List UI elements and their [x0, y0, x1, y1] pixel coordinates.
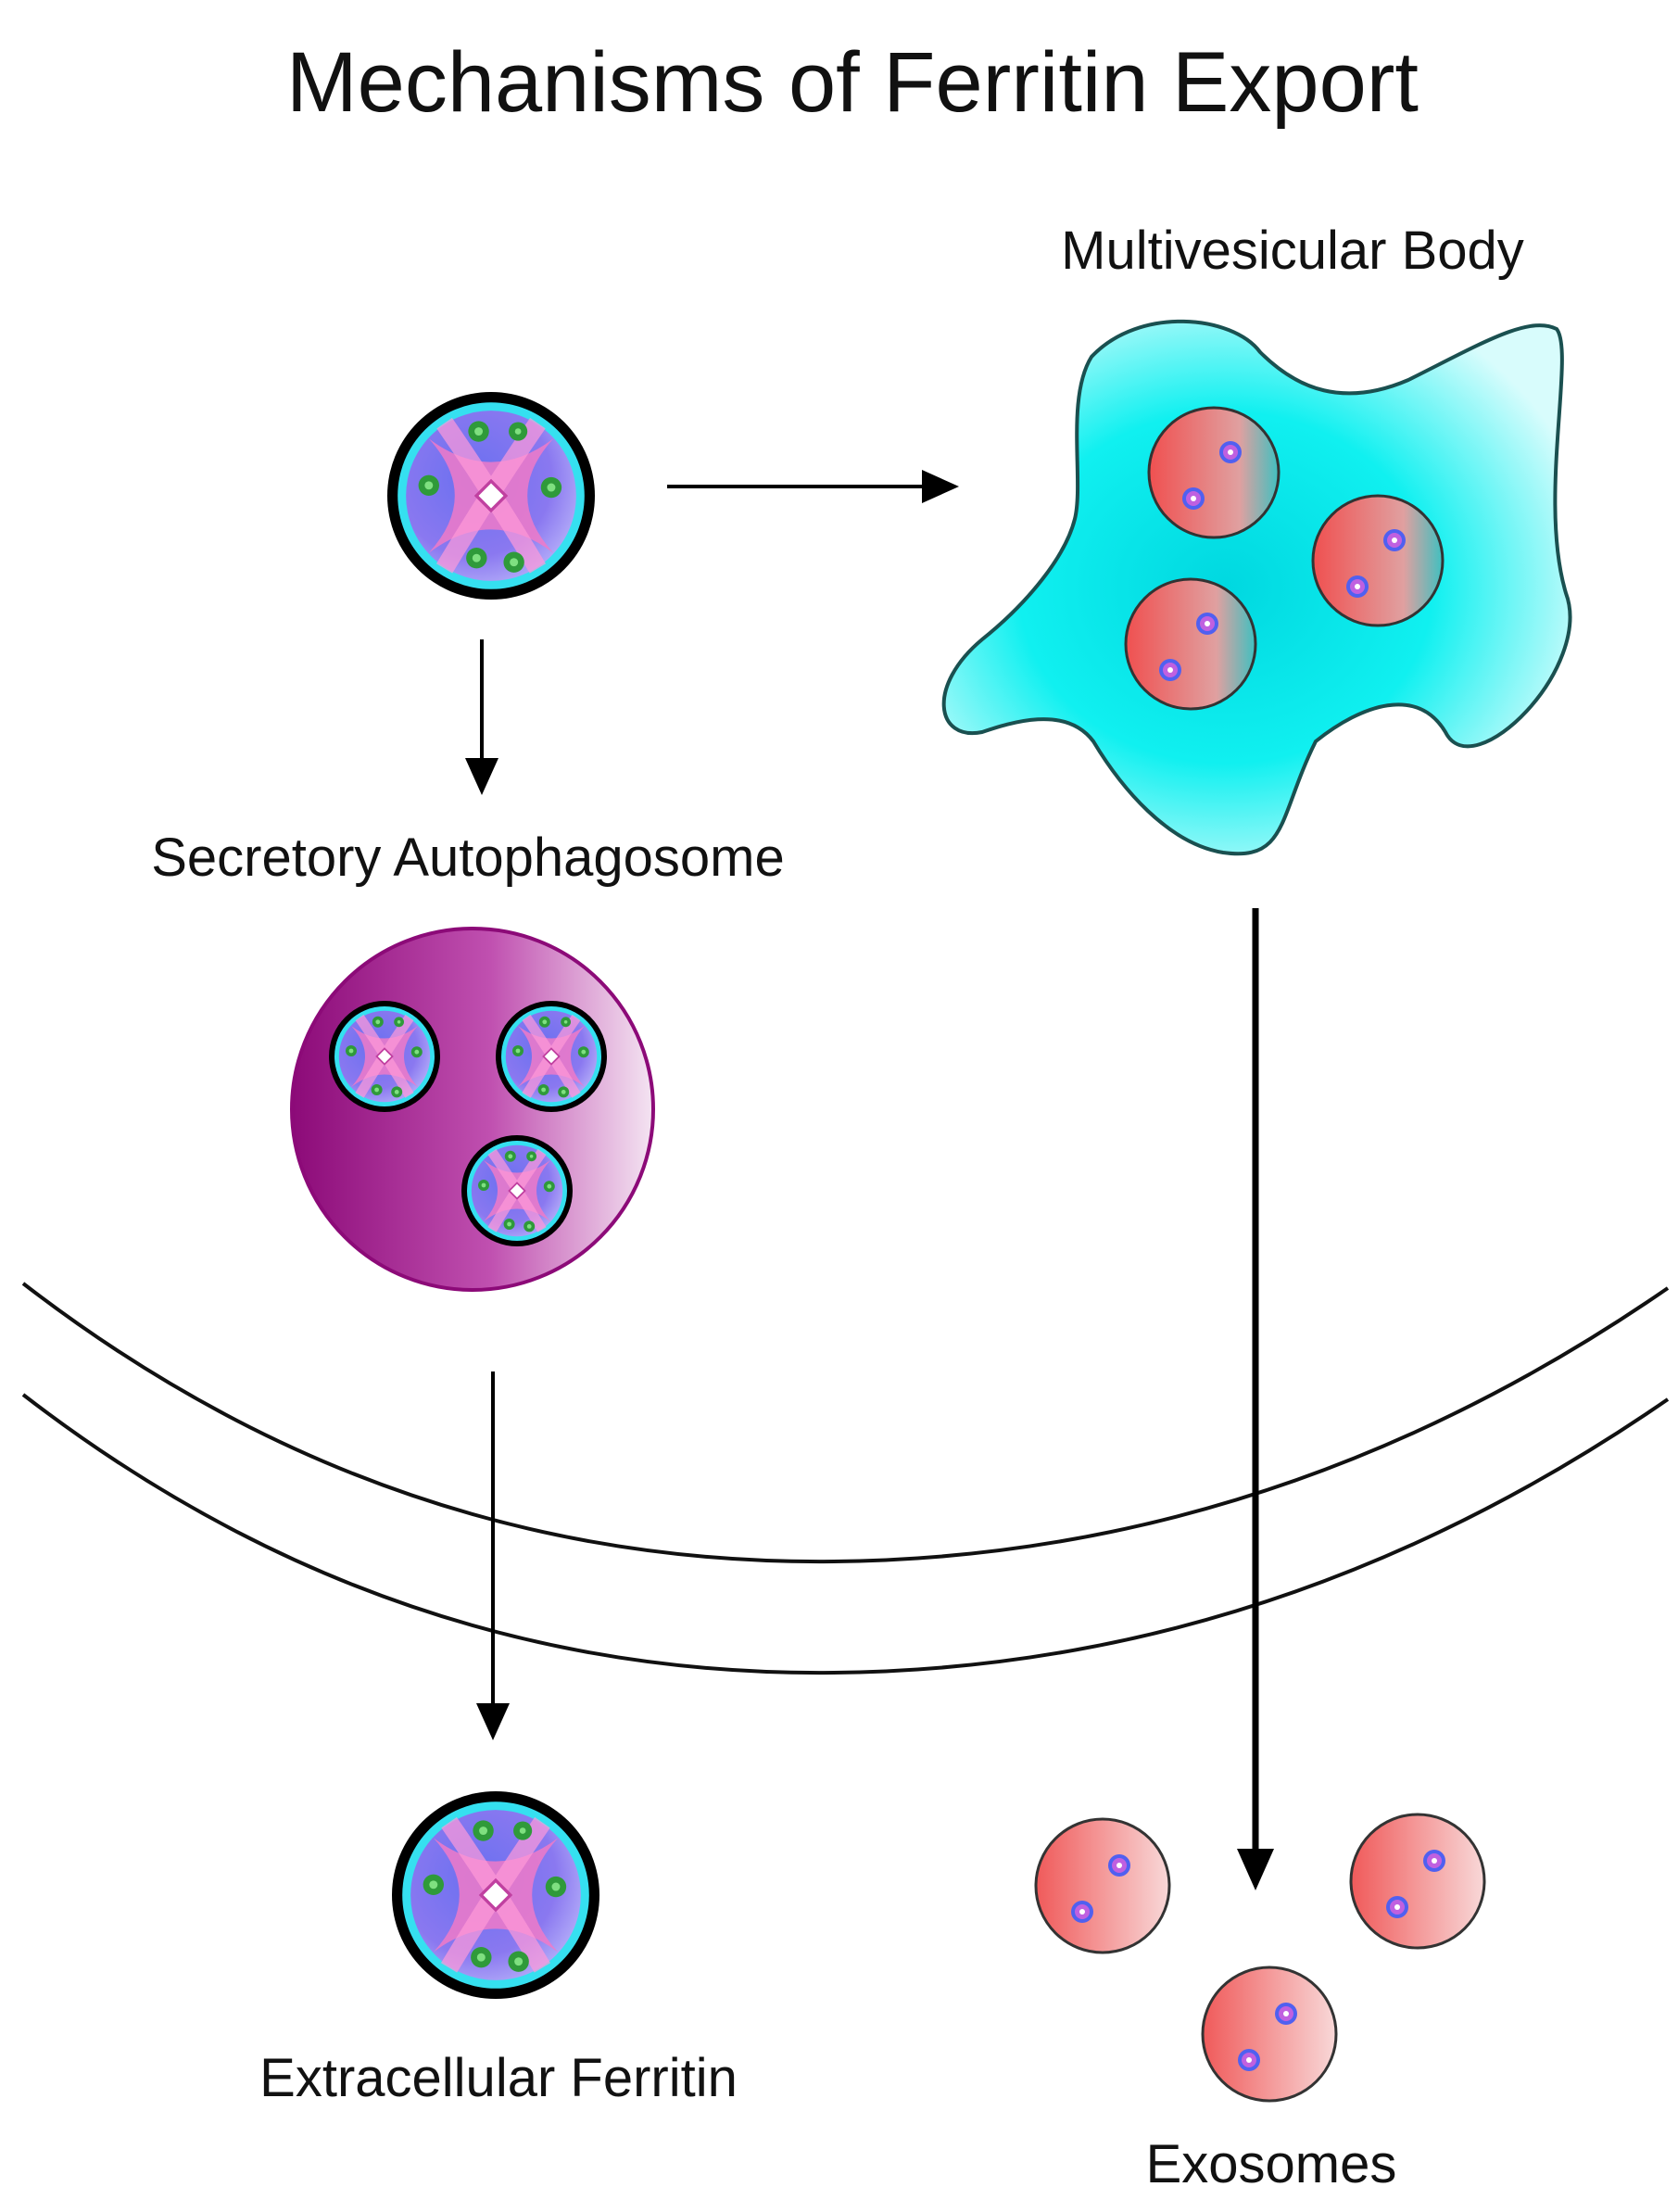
cytosolic-ferritin	[387, 392, 595, 600]
label-secretory-autophagosome: Secretory Autophagosome	[151, 828, 785, 888]
mvb-vesicle-2	[1311, 494, 1445, 627]
exosome-3	[1203, 1967, 1336, 2101]
exosome-1	[1036, 1819, 1169, 1953]
autophagosome-ferritin-3	[461, 1135, 573, 1246]
arrow-to-autophagosome	[465, 639, 498, 795]
autophagosome-ferritin-1	[329, 1001, 440, 1112]
secretory-autophagosome	[290, 927, 655, 1292]
label-exosomes: Exosomes	[1146, 2134, 1397, 2194]
extracellular-ferritin	[392, 1791, 599, 1999]
mvb-vesicle-3	[1124, 577, 1257, 711]
diagram-title: Mechanisms of Ferritin Export	[286, 35, 1419, 130]
cell-membrane	[21, 1282, 1670, 1675]
label-extracellular-ferritin: Extracellular Ferritin	[259, 2048, 738, 2108]
exosome-2	[1351, 1814, 1484, 1948]
mvb-vesicle-1	[1147, 406, 1281, 539]
autophagosome-ferritin-2	[496, 1001, 607, 1112]
label-multivesicular-body: Multivesicular Body	[1061, 221, 1524, 281]
arrow-to-mvb	[667, 470, 959, 503]
arrow-to-exosomes	[1237, 908, 1274, 1890]
multivesicular-body	[941, 319, 1572, 856]
arrow-to-extracellular-ferritin	[476, 1371, 510, 1740]
